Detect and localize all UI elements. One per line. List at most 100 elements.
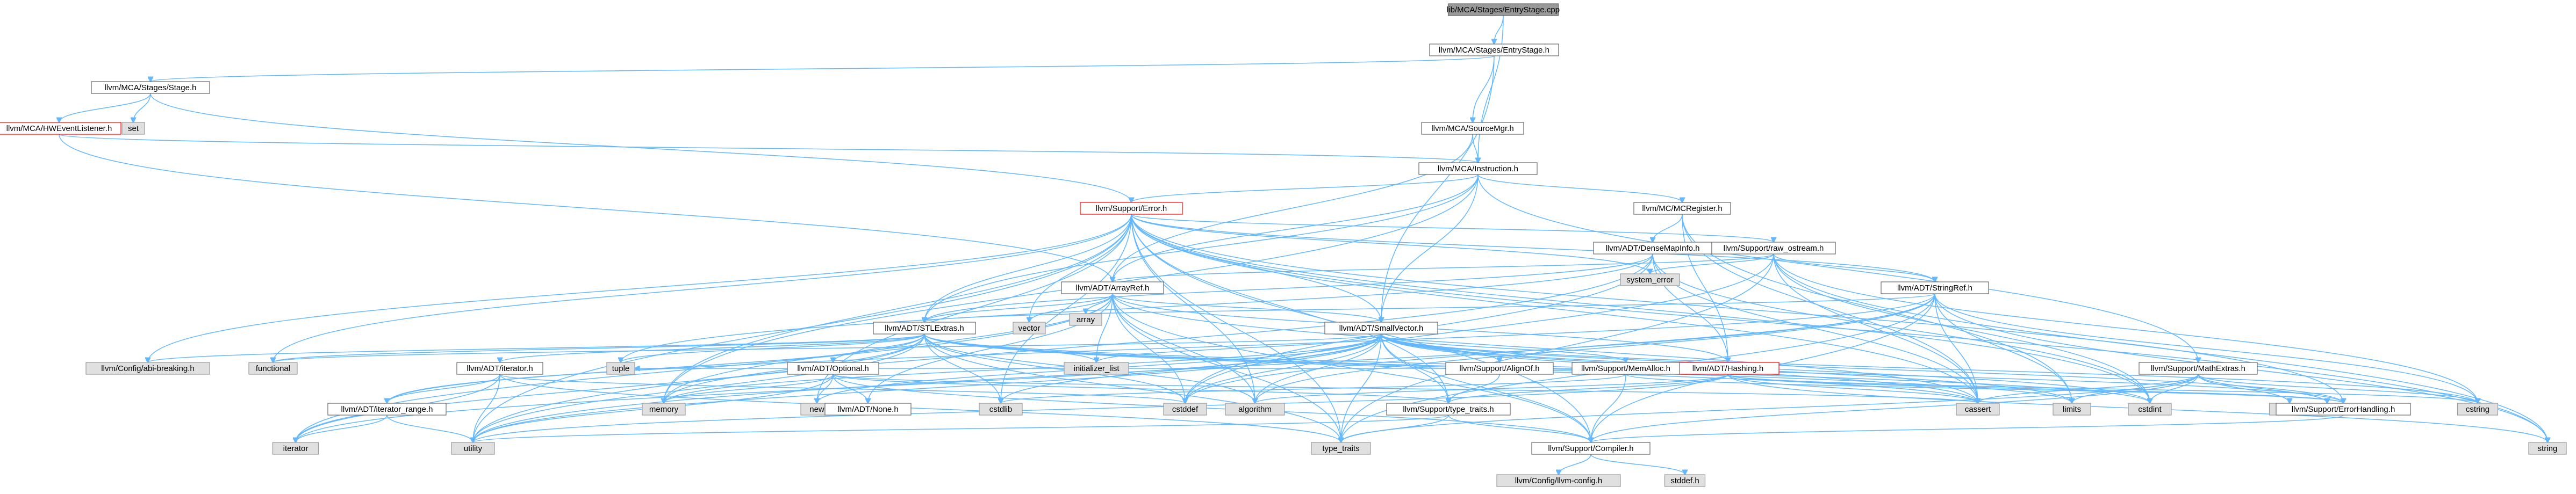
node-label-alignof: llvm/Support/AlignOf.h: [1459, 364, 1539, 373]
node-string[interactable]: string: [2528, 442, 2567, 455]
edge-optional-to-cassert: [833, 374, 1978, 403]
node-hashing[interactable]: llvm/ADT/Hashing.h: [1676, 362, 1779, 375]
node-entrystage[interactable]: llvm/MCA/Stages/EntryStage.h: [1429, 43, 1559, 56]
node-cstdint[interactable]: cstdint: [2128, 403, 2172, 416]
edge-rawostream-to-string: [1773, 253, 2548, 442]
node-root[interactable]: lib/MCA/Stages/EntryStage.cpp: [1447, 3, 1560, 16]
edge-adtiterator-to-iterrange: [387, 374, 500, 403]
node-box-cstdlib: [979, 403, 1023, 416]
edge-arrayref-to-stlextras: [924, 293, 1113, 322]
node-memory[interactable]: memory: [642, 403, 686, 416]
node-array[interactable]: array: [1069, 313, 1102, 326]
edge-rawostream-to-cstring: [1773, 253, 2478, 403]
node-adtiterator[interactable]: llvm/ADT/iterator.h: [456, 362, 543, 375]
edge-optional-to-none: [833, 374, 868, 403]
edge-entrystage-to-sourcemgr: [1473, 55, 1495, 122]
edge-error-to-vector: [1029, 214, 1132, 322]
edge-hashing-to-errhandling: [1727, 374, 2343, 403]
edge-densemapinfo-to-stlextras: [924, 253, 1653, 322]
node-cstring[interactable]: cstring: [2457, 403, 2499, 416]
edge-stlextras-to-adtiterator: [500, 333, 925, 362]
node-box-string: [2528, 442, 2567, 455]
node-instruction[interactable]: llvm/MCA/Instruction.h: [1418, 162, 1538, 175]
edge-rawostream-to-arrayref: [1113, 253, 1774, 282]
node-mcregister[interactable]: llvm/MC/MCRegister.h: [1633, 202, 1731, 215]
node-iterator[interactable]: iterator: [272, 442, 319, 455]
edge-iterrange-to-utility: [386, 415, 473, 442]
edge-optional-to-compiler: [833, 374, 1591, 442]
node-cassert[interactable]: cassert: [1956, 403, 2000, 416]
node-optional[interactable]: llvm/ADT/Optional.h: [787, 362, 879, 375]
edge-typetraits_h-to-utility: [473, 415, 1449, 442]
node-hwevent[interactable]: llvm/MCA/HWEventListener.h: [0, 122, 121, 135]
edge-mathextras-to-cstring: [2198, 374, 2478, 403]
node-functional[interactable]: functional: [248, 362, 298, 375]
node-label-sourcemgr: llvm/MCA/SourceMgr.h: [1431, 124, 1513, 133]
node-abibreaking[interactable]: llvm/Config/abi-breaking.h: [85, 362, 210, 375]
node-set[interactable]: set: [121, 122, 145, 135]
edge-error-to-stringref: [1131, 214, 1935, 282]
node-stringref[interactable]: llvm/ADT/StringRef.h: [1881, 281, 1989, 294]
node-box-array: [1069, 313, 1102, 326]
node-label-stddef: stddef.h: [1670, 476, 1699, 485]
node-stddef[interactable]: stddef.h: [1664, 474, 1706, 487]
edge-instruction-to-mathextras: [1477, 174, 2198, 362]
node-vector[interactable]: vector: [1013, 322, 1046, 335]
graph-nodes: lib/MCA/Stages/EntryStage.cpp llvm/MCA/St…: [0, 3, 2567, 487]
edge-instruction-to-error: [1131, 174, 1479, 202]
edge-memalloc-to-errhandling: [1625, 374, 2343, 403]
node-alignof[interactable]: llvm/Support/AlignOf.h: [1445, 362, 1554, 375]
edge-instruction-to-mcregister: [1477, 174, 1682, 202]
node-densemapinfo[interactable]: llvm/ADT/DenseMapInfo.h: [1593, 242, 1712, 255]
node-utility[interactable]: utility: [451, 442, 495, 455]
edge-stringref-to-algorithm: [1255, 293, 1935, 403]
edge-error-to-abibreaking: [148, 214, 1132, 362]
node-label-error: llvm/Support/Error.h: [1096, 204, 1167, 213]
edge-mathextras-to-cmath: [2198, 374, 2327, 403]
node-label-mcregister: llvm/MC/MCRegister.h: [1642, 204, 1722, 213]
node-mathextras[interactable]: llvm/Support/MathExtras.h: [2139, 362, 2258, 375]
node-errhandling[interactable]: llvm/Support/ErrorHandling.h: [2276, 403, 2411, 416]
node-initlist[interactable]: initializer_list: [1064, 362, 1129, 375]
node-compiler[interactable]: llvm/Support/Compiler.h: [1531, 442, 1651, 455]
node-label-array: array: [1077, 315, 1095, 324]
edge-sourcemgr-to-instruction: [1472, 134, 1478, 163]
node-sourcemgr[interactable]: llvm/MCA/SourceMgr.h: [1421, 122, 1524, 135]
edge-memalloc-to-cstdlib: [1001, 374, 1626, 403]
edge-stlextras-to-abibreaking: [148, 333, 925, 362]
node-stlextras[interactable]: llvm/ADT/STLExtras.h: [873, 322, 976, 335]
edge-optional-to-new: [817, 374, 834, 403]
node-tuple[interactable]: tuple: [606, 362, 635, 375]
node-memalloc[interactable]: llvm/Support/MemAlloc.h: [1572, 362, 1680, 375]
node-cstddef[interactable]: cstddef: [1163, 403, 1207, 416]
node-box-cstdint: [2128, 403, 2172, 416]
edge-error-to-cstdint: [1131, 214, 2150, 403]
node-box-none: [824, 403, 912, 416]
edge-arrayref-to-cassert: [1112, 293, 1978, 403]
edge-error-to-stlextras: [924, 214, 1132, 322]
edge-stage-to-error: [150, 93, 1131, 202]
node-box-stringref: [1881, 281, 1989, 294]
node-typetraits[interactable]: type_traits: [1311, 442, 1371, 455]
node-limits[interactable]: limits: [2053, 403, 2091, 416]
node-error[interactable]: llvm/Support/Error.h: [1080, 202, 1183, 215]
node-smallvector[interactable]: llvm/ADT/SmallVector.h: [1324, 322, 1438, 335]
node-algorithm[interactable]: algorithm: [1225, 403, 1285, 416]
node-none[interactable]: llvm/ADT/None.h: [824, 403, 912, 416]
node-label-cstddef: cstddef: [1172, 405, 1199, 414]
node-cstdlib[interactable]: cstdlib: [979, 403, 1023, 416]
node-label-typetraits: type_traits: [1322, 444, 1359, 453]
edge-entrystage-to-smallvector: [1381, 55, 1495, 322]
node-llvmconfig[interactable]: llvm/Config/llvm-config.h: [1496, 474, 1621, 487]
node-arrayref[interactable]: llvm/ADT/ArrayRef.h: [1061, 281, 1164, 294]
node-label-limits: limits: [2063, 405, 2081, 414]
node-stage[interactable]: llvm/MCA/Stages/Stage.h: [91, 81, 210, 94]
node-box-iterator: [272, 442, 319, 455]
node-systemerror[interactable]: system_error: [1620, 273, 1680, 286]
node-label-hwevent: llvm/MCA/HWEventListener.h: [6, 124, 112, 133]
node-rawostream[interactable]: llvm/Support/raw_ostream.h: [1711, 242, 1836, 255]
node-typetraits_h[interactable]: llvm/Support/type_traits.h: [1386, 403, 1511, 416]
node-iterrange[interactable]: llvm/ADT/iterator_range.h: [327, 403, 447, 416]
node-label-compiler: llvm/Support/Compiler.h: [1548, 444, 1633, 453]
node-label-typetraits_h: llvm/Support/type_traits.h: [1403, 405, 1494, 414]
